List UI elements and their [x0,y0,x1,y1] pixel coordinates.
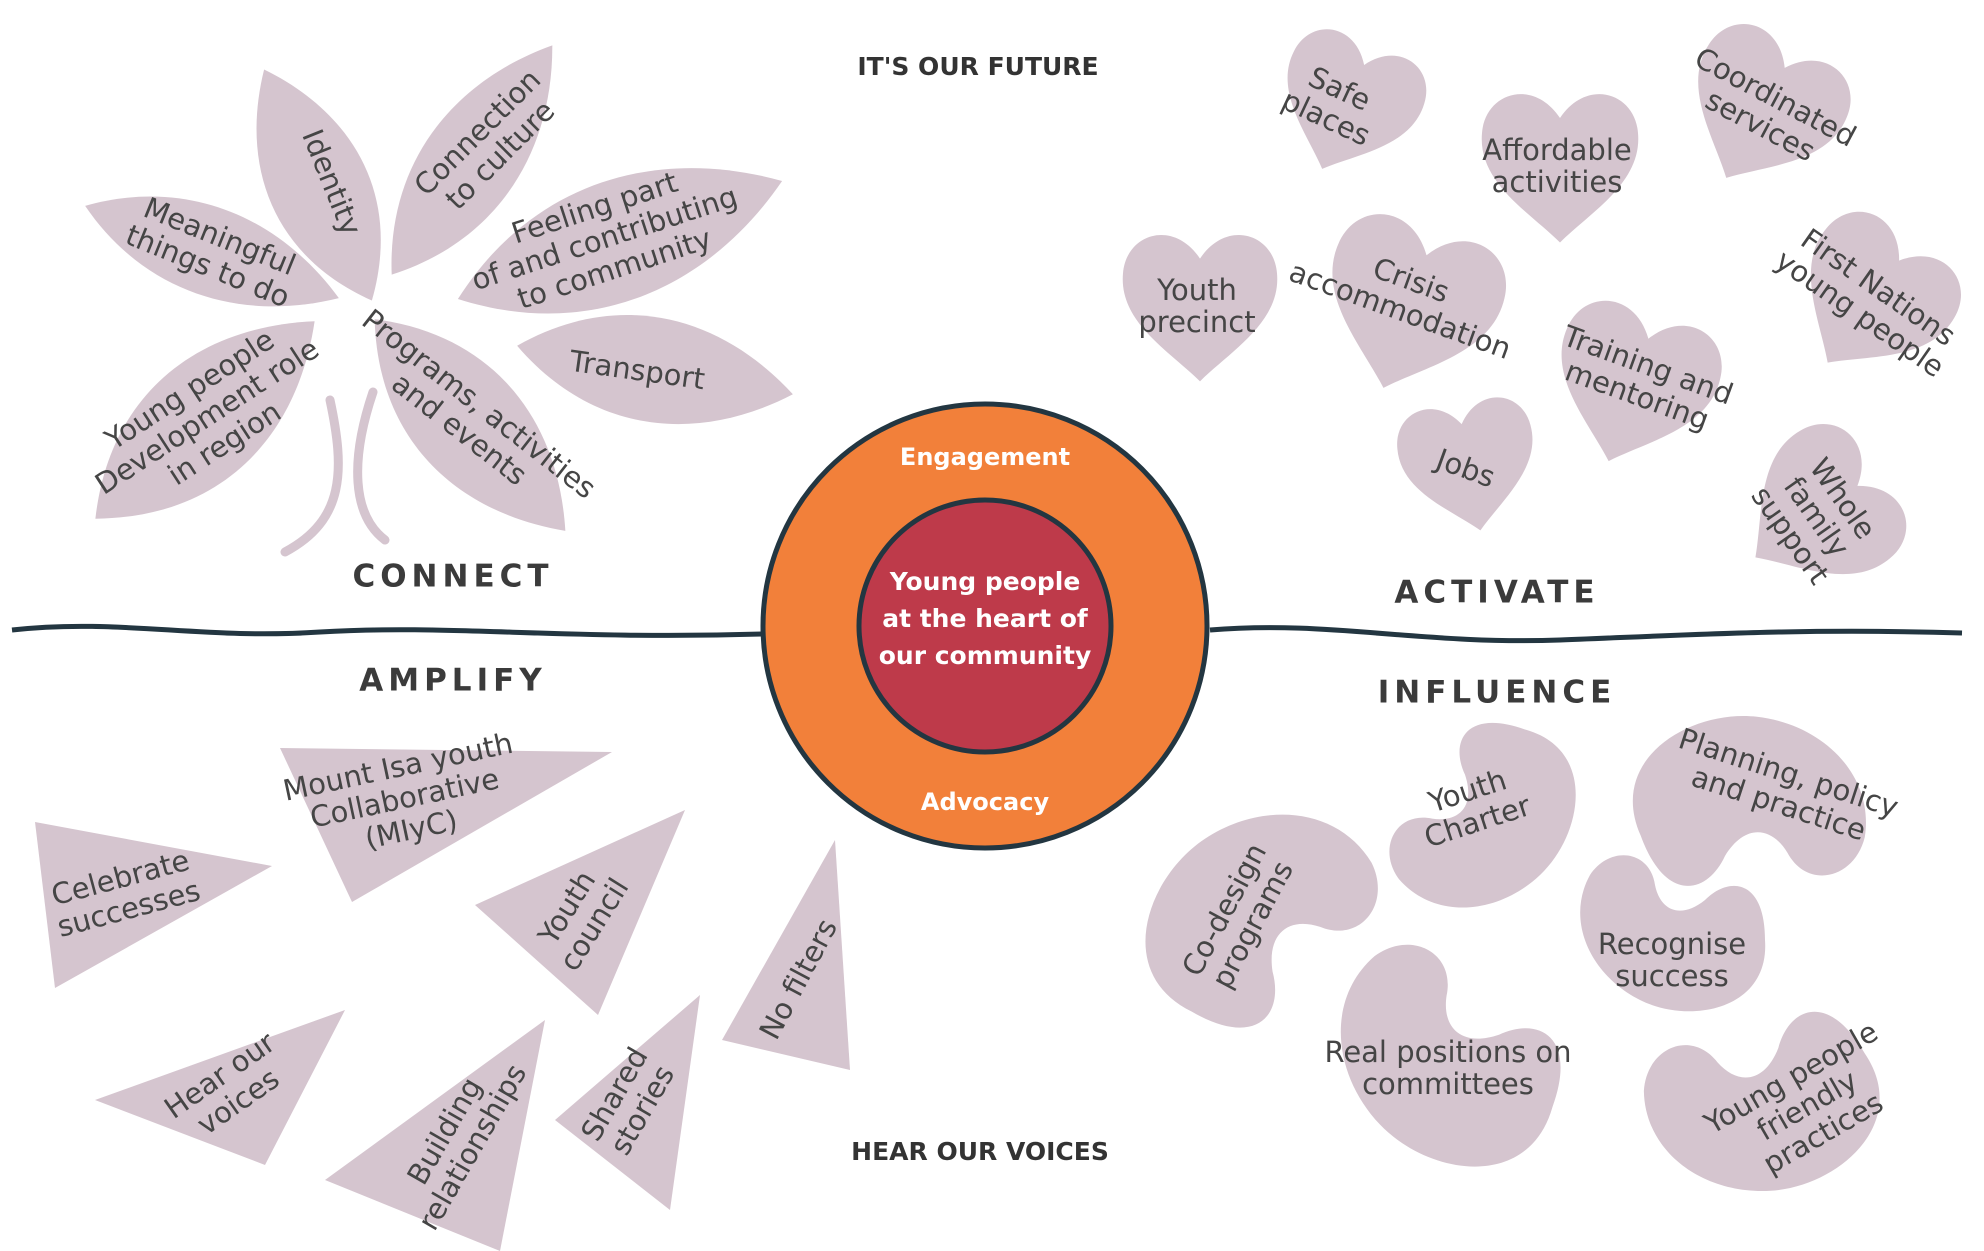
activate-shape-8 [1397,397,1533,531]
amplify-shape-5 [95,1010,345,1165]
leaf-stem-left [280,395,343,557]
activate-shape-6 [1810,211,1961,363]
influence-shape-1 [1389,722,1576,908]
influence-shape-2 [1633,715,1866,886]
connect-label-6: Young peopleDevelopment rolein region [71,305,342,528]
divider-wave-right [1209,625,1963,644]
tagline-top: IT'S OUR FUTURE [857,52,1098,81]
influence-label-4-line-2: success [1615,959,1728,993]
amplify-shape-2 [35,822,272,988]
activate-label-4-line-2: precinct [1138,305,1255,339]
influence-shape-5 [1340,944,1561,1167]
activate-shape-7 [1561,300,1722,462]
activate-shape-5 [1332,214,1506,388]
influence-label-5-line-1: Real positions on [1324,1035,1571,1069]
connect-shape-6 [95,321,315,519]
activate-label-2-line-2: activities [1492,165,1623,199]
connect-shape-2 [256,69,381,301]
connect-shape-4 [457,168,783,314]
amplify-shape-4 [722,840,850,1070]
heading-activate: ACTIVATE [1394,575,1599,611]
activate-shape-9 [1755,424,1907,575]
divider-wave-left [11,623,763,638]
core-label-line-2: at the heart of [882,604,1089,633]
activate-label-2-line-1: Affordable [1482,133,1631,167]
amplify-shape-7 [555,995,700,1210]
connect-shape-1 [85,196,339,307]
activate-shape-4 [1122,234,1278,382]
connect-shape-7 [374,319,566,531]
shapes-layer [35,24,1961,1251]
influence-label-4-line-1: Recognise [1598,927,1746,961]
influence-shape-6 [1643,1011,1880,1191]
heading-influence: INFLUENCE [1378,675,1617,711]
amplify-shape-6 [325,1020,545,1251]
activate-shape-1 [1287,29,1427,169]
amplify-shape-3 [475,810,685,1015]
core-label-line-1: Young people [889,567,1081,596]
connect-shape-3 [391,45,553,275]
activate-shape-2 [1481,94,1639,243]
inner-core [856,497,1114,755]
heading-connect: CONNECT [352,559,553,595]
connect-shape-5 [517,314,793,424]
core-label-line-3: our community [879,641,1092,670]
influence-shape-4 [1580,855,1766,1012]
amplify-label-2: Celebratesuccesses [45,842,203,944]
amplify-shape-1 [280,748,612,902]
leaf-stem-right [353,387,390,545]
influence-label-5-line-2: committees [1362,1067,1534,1101]
ring-label-advocacy: Advocacy [921,788,1050,816]
activate-shape-3 [1698,24,1851,178]
influence-shape-3 [1145,814,1378,1028]
activate-label-4-line-1: Youth [1156,273,1237,307]
heading-amplify: AMPLIFY [359,663,546,699]
tagline-bottom: HEAR OUR VOICES [851,1137,1109,1166]
ring-label-engagement: Engagement [900,443,1070,471]
